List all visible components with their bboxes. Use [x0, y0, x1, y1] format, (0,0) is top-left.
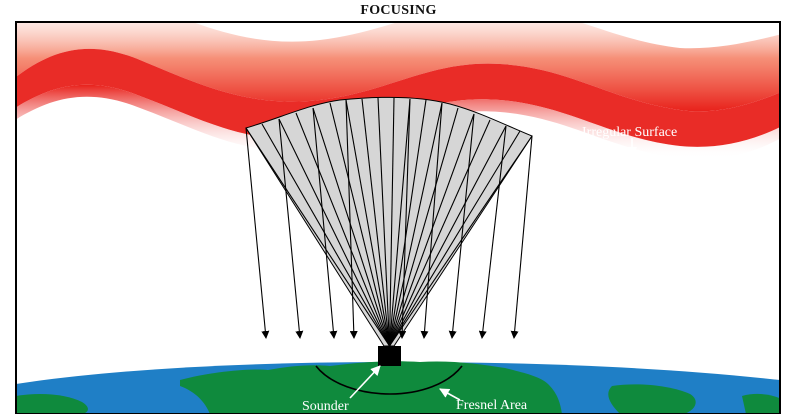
converging-ray: [388, 98, 411, 347]
pointer-fresnel: [439, 388, 461, 401]
reflected-ray: [448, 113, 475, 339]
converging-ray: [388, 119, 491, 347]
fresnel-area-arc: [315, 365, 463, 395]
converging-ray: [389, 135, 533, 347]
label-irregular-surface: Irregular Surface: [582, 125, 677, 140]
reflected-ray: [345, 99, 358, 339]
label-sounder: Sounder: [302, 399, 349, 414]
diagram-title: FOCUSING: [360, 3, 437, 18]
converging-ray: [389, 130, 521, 347]
reflected-ray: [245, 127, 270, 339]
surface-glow-upper: [16, 22, 780, 112]
diagram-frame: [15, 21, 781, 414]
label-fresnel-area: Fresnel Area: [456, 398, 528, 413]
converging-ray: [345, 99, 391, 347]
land-mass-center: [180, 361, 562, 414]
converging-ray: [329, 102, 391, 347]
converging-ray: [389, 125, 507, 347]
converging-ray: [278, 118, 390, 347]
reflected-ray: [420, 102, 443, 339]
converging-ray: [312, 107, 391, 347]
reflected-ray: [510, 135, 533, 339]
sounder-box: [378, 346, 401, 366]
reflected-ray: [478, 125, 507, 339]
converging-ray: [388, 97, 395, 347]
reflected-ray: [278, 118, 304, 339]
reflected-ray: [398, 98, 411, 339]
reflected-ray: [312, 107, 338, 339]
pointer-sounder: [349, 365, 381, 399]
land-mass-far-right: [742, 393, 780, 414]
converging-ray: [245, 127, 390, 347]
converging-ray: [377, 97, 391, 347]
converging-ray: [388, 99, 427, 347]
converging-ray: [388, 107, 459, 347]
land-mass-right: [608, 384, 696, 414]
converging-ray: [361, 98, 391, 347]
land-mass-left: [16, 394, 88, 414]
vertical-rays: [245, 98, 533, 339]
converging-ray: [388, 102, 443, 347]
converging-ray: [295, 112, 391, 347]
converging-rays: [245, 97, 533, 347]
